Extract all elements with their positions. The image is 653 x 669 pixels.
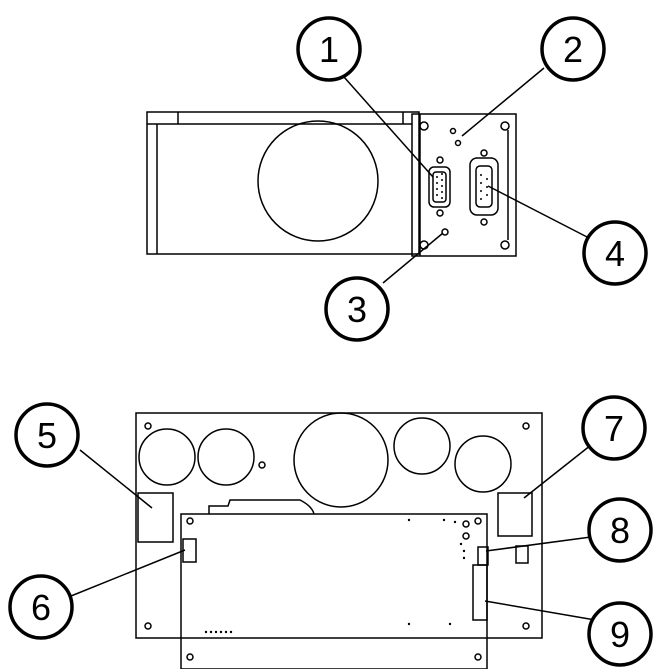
db9-inner — [432, 171, 447, 203]
board-hole — [186, 517, 194, 525]
db9-female-inner — [475, 165, 493, 208]
interface-plate — [411, 113, 517, 257]
screw-icon — [500, 121, 510, 131]
mount-hole — [258, 461, 266, 469]
leader-line-5 — [79, 449, 153, 509]
leader-lines — [70, 67, 602, 622]
indicator-hole — [454, 139, 462, 147]
component-circle — [138, 428, 196, 486]
fan-circle — [257, 120, 379, 242]
connector-9 — [472, 564, 488, 621]
screw-icon — [419, 240, 429, 250]
indicator-hole — [449, 127, 457, 135]
db9-connector-male — [428, 166, 451, 208]
leader-line-4 — [487, 185, 590, 239]
callout-label: 3 — [347, 289, 367, 330]
top-device-view — [146, 111, 517, 257]
mount-hole — [144, 422, 152, 430]
leader-line-3 — [382, 232, 444, 284]
indicator-hole — [436, 156, 444, 164]
indicator-hole — [480, 149, 488, 157]
callout-label: 5 — [37, 415, 57, 456]
board-component — [462, 520, 470, 528]
board-component — [462, 532, 470, 540]
indicator-hole — [480, 218, 488, 226]
callout-4: 4 — [582, 220, 648, 286]
callouts: 1 2 3 4 5 6 7 8 — [8, 16, 653, 667]
db9-connector-female — [469, 157, 499, 216]
leader-line-8 — [485, 536, 592, 552]
small-side-block — [515, 545, 529, 564]
leader-line-9 — [484, 600, 602, 622]
bottom-board-view — [135, 412, 543, 669]
component-circle — [454, 435, 512, 493]
callout-label: 4 — [605, 233, 625, 274]
component-circle — [393, 417, 451, 475]
board-hole — [186, 653, 194, 661]
mount-hole — [522, 422, 530, 430]
callout-1: 1 — [296, 16, 362, 82]
callout-6: 6 — [8, 574, 74, 640]
callout-9: 9 — [587, 601, 653, 667]
board-hole — [474, 517, 482, 525]
housing-body — [146, 111, 420, 255]
callout-7: 7 — [581, 395, 647, 461]
left-block — [137, 492, 174, 543]
screw-icon — [500, 240, 510, 250]
callout-label: 7 — [604, 408, 624, 449]
leader-line-2 — [461, 67, 545, 137]
board-hole — [474, 653, 482, 661]
mount-hole — [144, 622, 152, 630]
callout-label: 1 — [319, 29, 339, 70]
callout-label: 6 — [31, 587, 51, 628]
callout-2: 2 — [540, 16, 606, 82]
callout-8: 8 — [587, 497, 653, 563]
indicator-hole — [436, 209, 444, 217]
callout-label: 2 — [563, 29, 583, 70]
right-block — [497, 492, 533, 537]
large-component-circle — [293, 412, 389, 508]
leader-line-6 — [70, 549, 186, 597]
mount-hole — [522, 622, 530, 630]
cable-bundle — [208, 499, 315, 515]
callout-3: 3 — [324, 276, 390, 342]
callout-5: 5 — [14, 402, 80, 468]
callout-label: 9 — [610, 614, 630, 655]
daughter-board — [180, 513, 488, 669]
db9-pins — [436, 173, 488, 200]
base-plate — [135, 412, 543, 639]
board-dots — [204, 518, 466, 634]
leader-line-7 — [523, 444, 592, 499]
callout-label: 8 — [610, 510, 630, 551]
leader-line-1 — [343, 76, 434, 178]
screw-icon — [419, 121, 429, 131]
led-hole — [441, 228, 449, 236]
component-circle — [197, 428, 255, 486]
